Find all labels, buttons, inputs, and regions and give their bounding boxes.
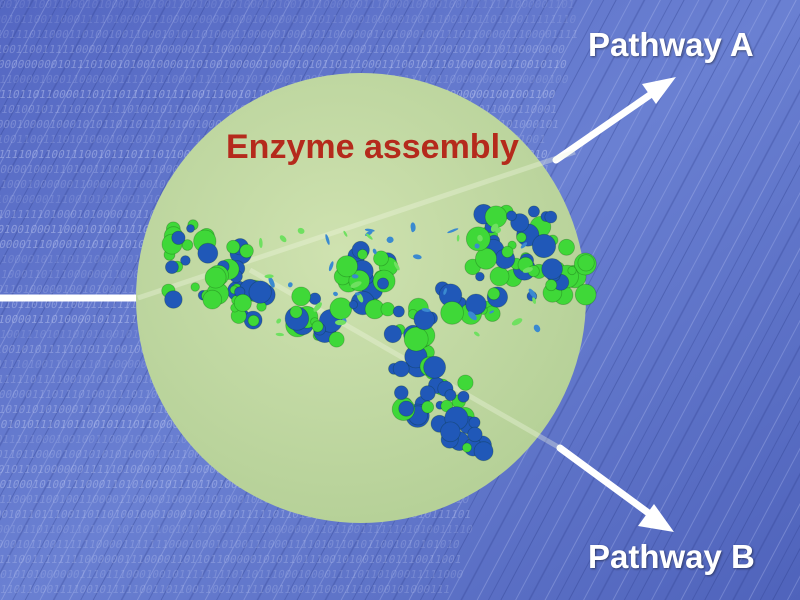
pathway-a-arrow	[552, 77, 676, 164]
svg-text:010010110011000111101000011100: 0100101100110001111010000111000000000100…	[0, 13, 577, 26]
arrow-icon	[638, 504, 674, 532]
arrow-icon	[642, 77, 676, 104]
svg-text:110000000000010111010010100100: 1100000000000101110100101001000011010010…	[0, 58, 568, 71]
svg-text:010001011001100010100011001001: 0100010110011000101000110010011001001001…	[0, 0, 576, 11]
svg-text:101111011000010011111110011111: 1011110110000100111111100111111110000001…	[0, 553, 463, 566]
svg-text:001101100100000011100011011000: 0011011001000000111000110110001111001011…	[0, 583, 451, 596]
svg-text:111000001000110010100001011001: 1110000010001100101000010110011111100001…	[0, 538, 461, 551]
svg-text:101000110000000010110101010000: 1010001100000000101101010100000011101110…	[0, 568, 465, 581]
diagram-title: Enzyme assembly	[226, 128, 519, 166]
svg-text:111011101100011010010011000101: 1110111011000110100100110001010110100011…	[0, 28, 579, 41]
pathway-a-label: Pathway A	[588, 26, 754, 63]
svg-text:000111000010001100000011110111: 0001110000100011000000111101110001111110…	[0, 73, 570, 86]
svg-text:101110011001111100001110100100: 1011100110011111000011101001000000111100…	[0, 43, 566, 56]
protein-cluster-icon	[161, 203, 597, 462]
pathway-b-label: Pathway B	[588, 538, 755, 575]
svg-text:111110111000100001001011011001: 1111101110001000010010110110011010011010…	[0, 523, 474, 536]
pathway-b-arrow	[556, 444, 674, 532]
